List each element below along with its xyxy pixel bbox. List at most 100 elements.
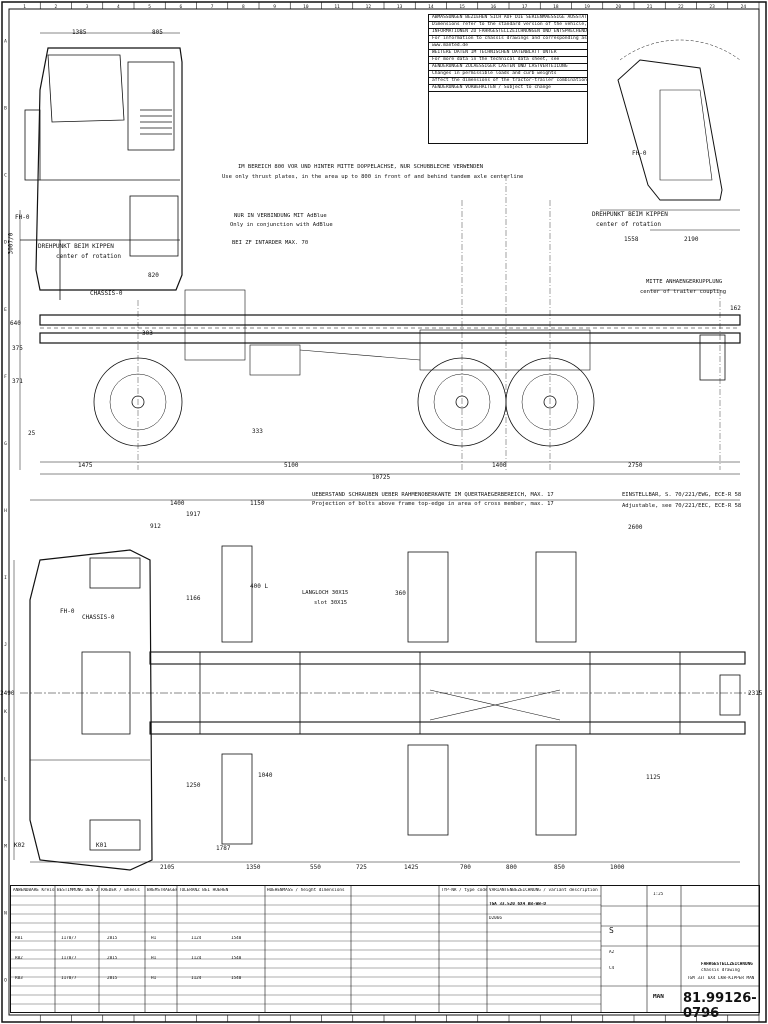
plan-bottom-dim: 1000 xyxy=(610,864,625,871)
adjust-note-de: EINSTELLBAR, S. 70/221/EWG, ECE-R 58 xyxy=(622,492,742,498)
border-col-label: 18 xyxy=(553,4,559,10)
plan-dim-912: 912 xyxy=(150,523,161,530)
table-cell: 1540 xyxy=(231,956,242,961)
border-col-label: 10 xyxy=(303,4,309,10)
frame-rail-upper xyxy=(39,314,741,326)
border-col-label: 17 xyxy=(522,4,528,10)
adjust-note-en: Adjustable, see 70/221/EEC, ECE-R 58 xyxy=(622,503,742,509)
table-col-header: TOLERANZ BEI HOEHEN xyxy=(179,888,229,893)
dim-303: 303 xyxy=(142,330,153,337)
plan-k02: K02 xyxy=(14,842,25,849)
plan-bottom-dim: 850 xyxy=(554,864,565,871)
label-fh0: FH-0 xyxy=(15,214,30,221)
rail-left xyxy=(149,651,746,665)
code-a2: A2 xyxy=(609,950,615,955)
border-row-label: I xyxy=(4,575,7,581)
chassis-0-label: CHASSIS-0 xyxy=(90,290,123,297)
plan-view xyxy=(13,499,750,871)
table-cell: 2815 xyxy=(107,936,118,941)
table-cell: R03 xyxy=(15,976,23,981)
title-de: FAHRGESTELLZEICHNUNG xyxy=(701,962,753,967)
plan-1040: 1040 xyxy=(258,772,273,779)
plan-360: 360 xyxy=(395,590,406,597)
table-col-header: HOEHENMASS / height dimensions xyxy=(267,888,345,893)
border-row-label: H xyxy=(4,508,7,514)
thrust-note-en: Use only thrust plates, in the area up t… xyxy=(222,174,524,180)
table-cell: 2815 xyxy=(107,976,118,981)
front-wheel-plan-2 xyxy=(89,819,141,851)
table-col-header: BESTIMMUNG DES JEWEILIGEN HERSTELLERS xyxy=(57,888,99,893)
label-371: 371 xyxy=(12,378,23,385)
drawing-number: 81.99126-0796 xyxy=(683,991,757,1021)
plan-bottom-dim: 1350 xyxy=(246,864,261,871)
plan-bottom-dim: 800 xyxy=(506,864,517,871)
table-cell: H1 xyxy=(151,976,157,981)
dim-333: 333 xyxy=(252,428,263,435)
tank xyxy=(249,344,301,376)
border-row-label: O xyxy=(4,977,7,983)
border-row-label: M xyxy=(4,843,7,849)
plan-2315: 2315 xyxy=(748,690,763,697)
label-375: 375 xyxy=(12,345,23,352)
border-col-label: 19 xyxy=(584,4,590,10)
dim-cab-805: 805 xyxy=(152,29,163,36)
border-col-label: 1 xyxy=(23,4,26,10)
border-col-label: 6 xyxy=(180,4,183,10)
border-row-label: D xyxy=(4,240,7,246)
table-col-header: TYP-NR / type code xyxy=(441,888,487,893)
pivot-de: DREHPUNKT BEIM KIPPEN xyxy=(38,243,114,250)
info-row: Changes in permissible loads and curb we… xyxy=(429,71,587,78)
border-row-label: J xyxy=(4,642,7,648)
table-col-header: VARIANTENBEZEICHNUNG / variant descripti… xyxy=(489,888,598,893)
table-cell: H1 xyxy=(151,936,157,941)
coupling-note-de: MITTE ANHAENGERKUPPLUNG xyxy=(646,279,723,285)
border-col-label: 22 xyxy=(678,4,684,10)
plan-k01: K01 xyxy=(96,842,107,849)
dim-2750: 2750 xyxy=(628,462,643,469)
cab-plan-outline xyxy=(29,549,153,871)
info-row: www.manted.de xyxy=(429,43,587,50)
info-box: ABMASSUNGEN BEZIEHEN SICH AUF DIE SERIEN… xyxy=(428,14,588,144)
slot-note-de: LANGLOCH 30X15 xyxy=(302,590,349,596)
table-col-header: BREMSTRAEGER xyxy=(147,888,177,893)
plan-1787: 1787 xyxy=(216,845,231,852)
slot-note-en: slot 30X15 xyxy=(314,600,348,606)
type-code: TGA 33.520 6X4 BB-WW-D xyxy=(489,902,546,907)
adblue-note-de: NUR IN VERBINDUNG MIT AdBlue xyxy=(234,213,327,219)
inner-frame xyxy=(8,8,760,1016)
border-row-label: F xyxy=(4,374,7,380)
rear-wheel-plan-3 xyxy=(407,744,449,836)
bolts-note-de: UEBERSTAND SCHRAUBEN UEBER RAHMENOBERKAN… xyxy=(312,492,554,498)
border-col-label: 5 xyxy=(148,4,151,10)
plan-400l: 400 L xyxy=(250,583,269,590)
plan-bottom-dim: 2105 xyxy=(160,864,175,871)
table-cell: 1540 xyxy=(231,936,242,941)
intarder-note: BEI ZF INTARDER MAX. 70 xyxy=(232,240,309,246)
border-col-label: 21 xyxy=(647,4,653,10)
border-col-label: 13 xyxy=(397,4,403,10)
info-row: Dimensions refer to the standard version… xyxy=(429,22,587,29)
tandem-suspension xyxy=(419,329,591,371)
border-col-label: 11 xyxy=(334,4,340,10)
plan-bottom-dim: 700 xyxy=(460,864,471,871)
border-row-label: K xyxy=(4,709,7,715)
info-row: AENDERUNGEN VORBEHALTEN / Subject to cha… xyxy=(429,85,587,92)
label-25: 25 xyxy=(28,430,36,437)
dim-820: 820 xyxy=(148,272,159,279)
cab-grille xyxy=(140,109,172,135)
table-cell: 1124 xyxy=(191,976,202,981)
plan-1166: 1166 xyxy=(186,595,201,602)
table-cell: 1170/7 xyxy=(61,976,77,981)
info-row: For information to chassis drawings and … xyxy=(429,36,587,43)
code-c4: C4 xyxy=(609,966,615,971)
border-col-label: 9 xyxy=(273,4,276,10)
border-col-label: 8 xyxy=(242,4,245,10)
plan-dim-2600: 2600 xyxy=(628,524,643,531)
border-col-label: 7 xyxy=(211,4,214,10)
border-row-label: L xyxy=(4,776,7,782)
border-col-label: 3 xyxy=(86,4,89,10)
border-col-label: 15 xyxy=(459,4,465,10)
rear-wheel-plan-4 xyxy=(535,744,577,836)
table-cell: R02 xyxy=(15,956,23,961)
